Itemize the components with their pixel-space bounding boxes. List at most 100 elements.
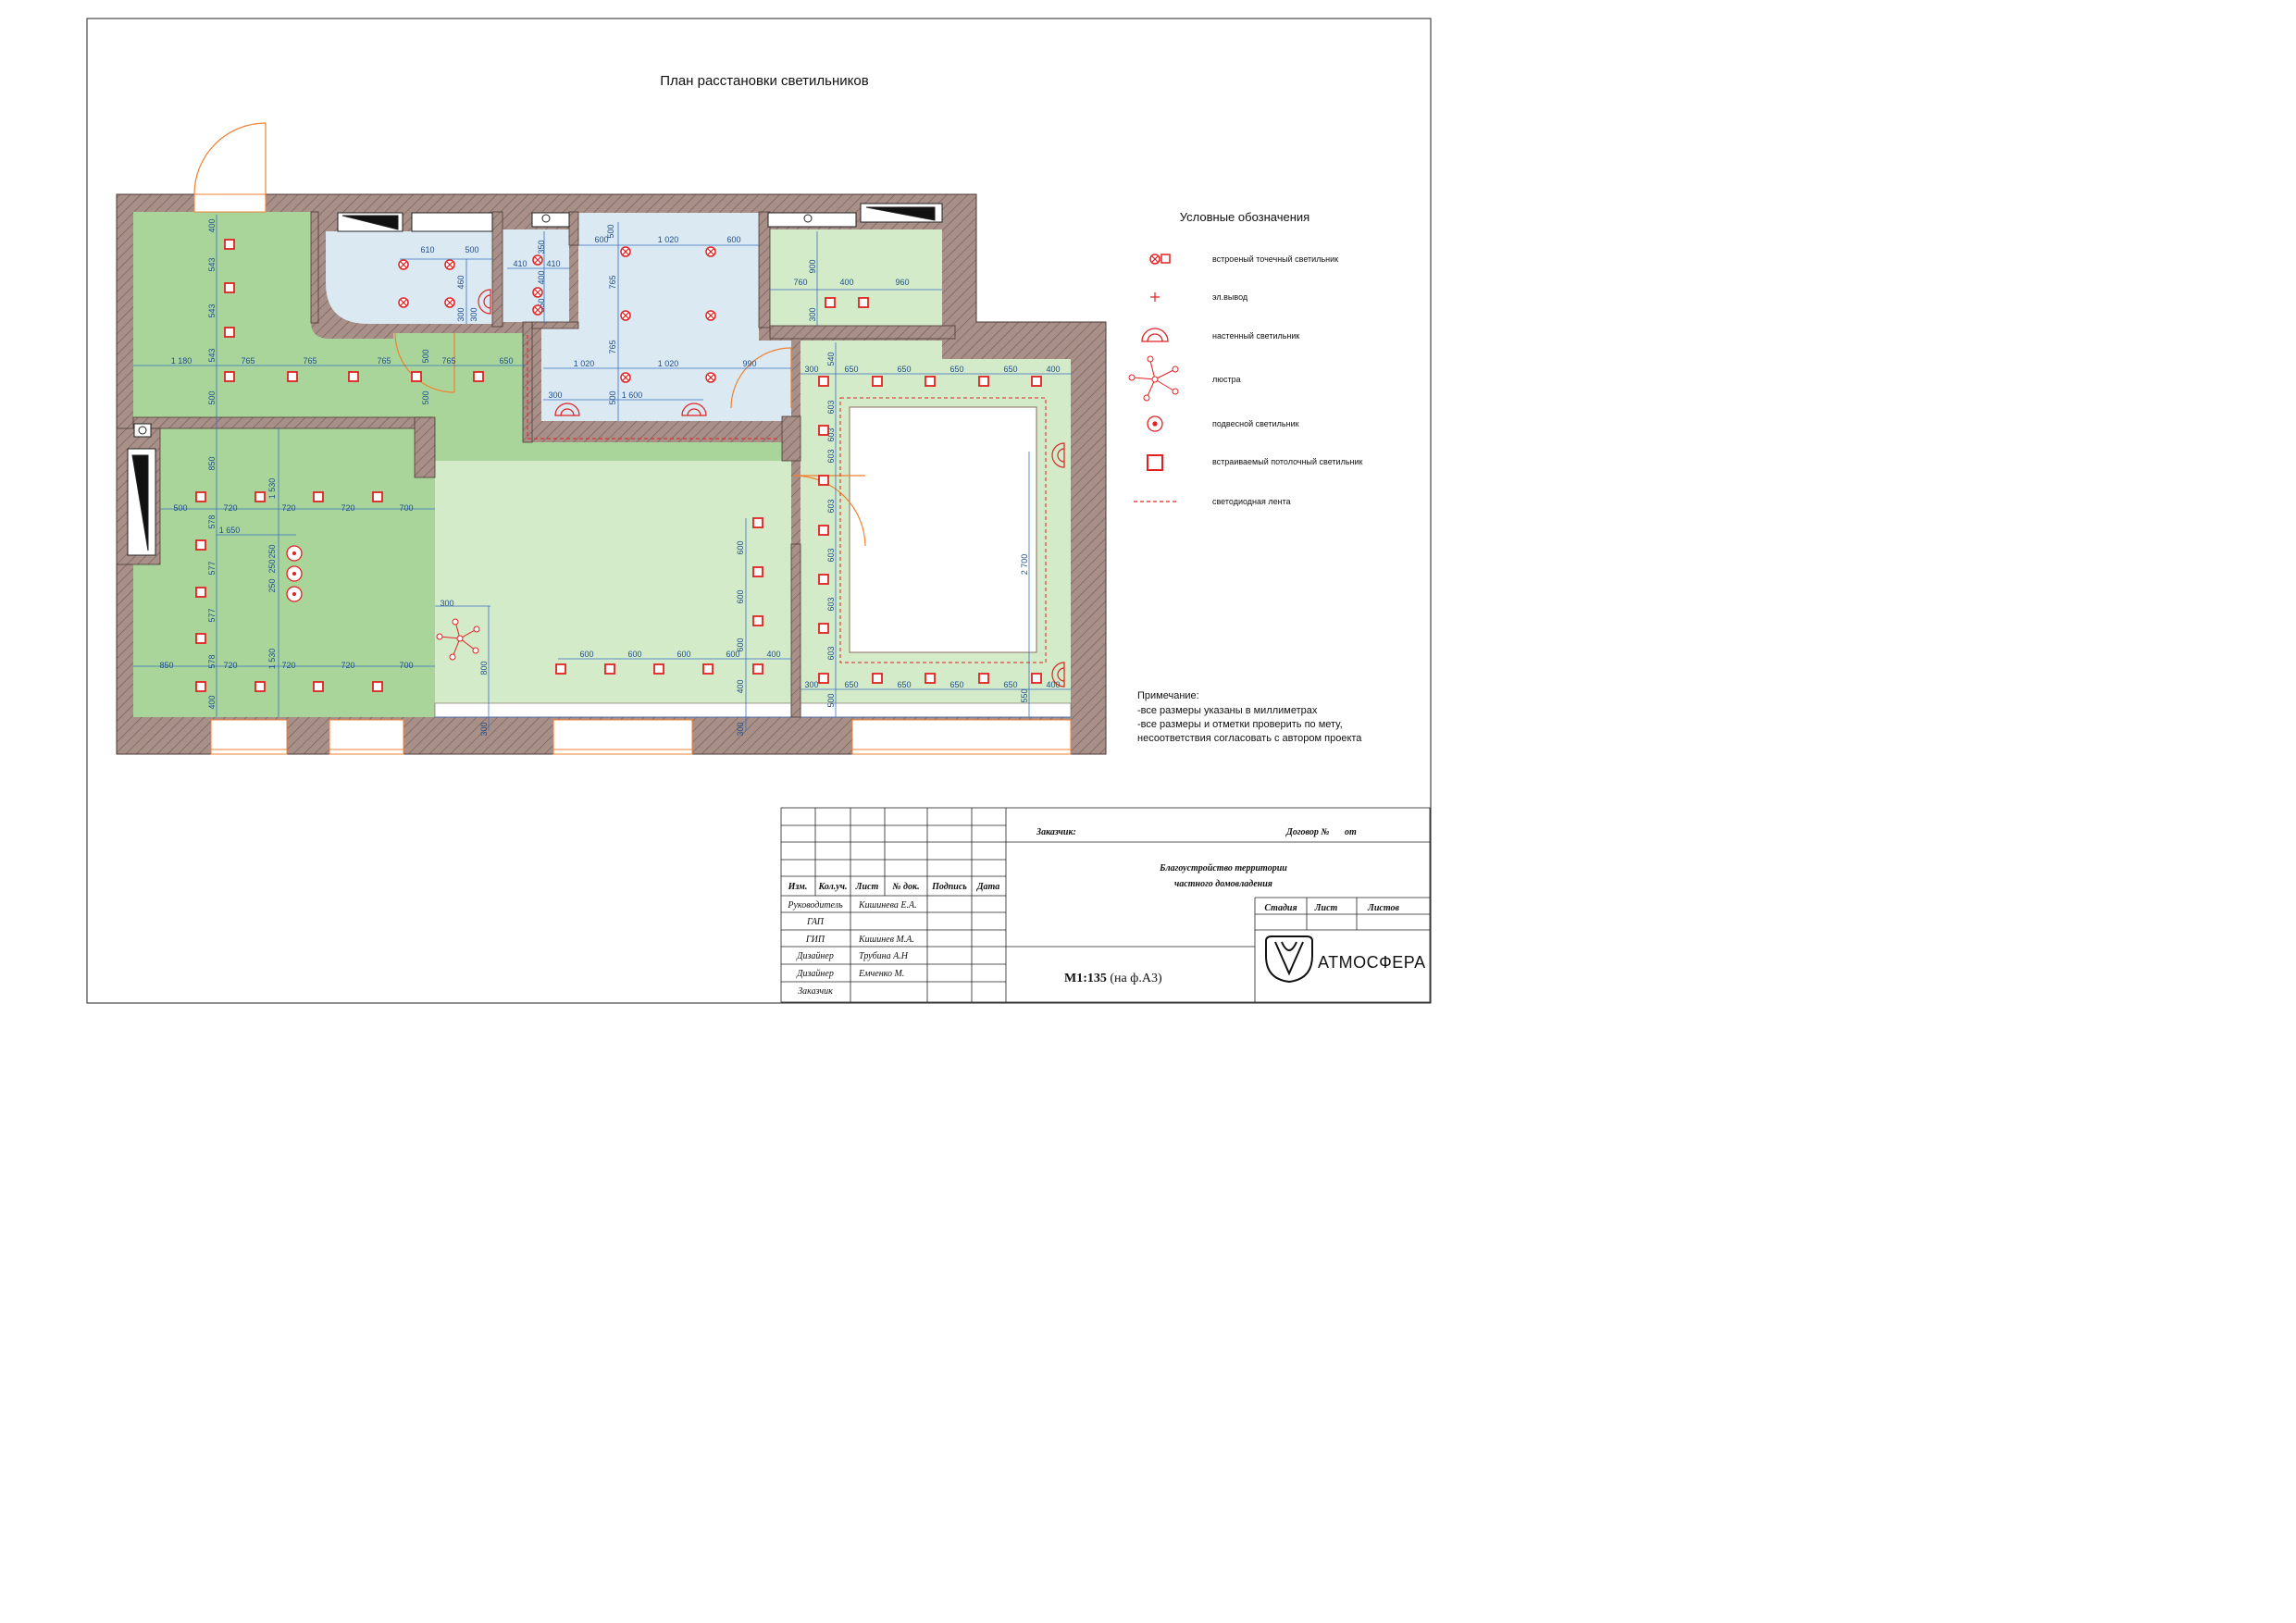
title-block-text: Изм. Кол.уч. Лист № док. Подпись Дата Ру…	[787, 827, 1425, 997]
dimension-label: 765	[241, 356, 254, 365]
legend-label: настенный светильник	[1212, 331, 1299, 341]
ceiling-lamp	[195, 681, 206, 692]
dimension-label: 410	[513, 259, 527, 268]
tb-role: Дизайнер	[796, 969, 834, 979]
ceiling-lamp	[818, 475, 829, 486]
dimension-label: 300	[440, 599, 453, 608]
dimension-label: 543	[207, 257, 217, 271]
project-title-line2: частного домовладения	[1174, 879, 1272, 889]
wall-lamp	[1051, 662, 1065, 688]
recessed-spot	[620, 310, 631, 321]
stage-label: Стадия	[1264, 903, 1297, 913]
sheets-label: Листов	[1367, 903, 1400, 913]
dimension-label: 720	[281, 661, 295, 670]
dimension-label: 350	[537, 240, 546, 254]
scale-note: (на ф.А3)	[1110, 972, 1162, 985]
ceiling-lamp	[752, 663, 763, 675]
room-bedroom-ext	[133, 564, 160, 717]
dimension-label: 765	[608, 340, 617, 353]
ceiling-lamp	[872, 376, 883, 387]
ceiling-lamp	[818, 574, 829, 585]
pendant-lamp	[286, 586, 303, 602]
dimension-label: 765	[608, 275, 617, 289]
dimension-label: 500	[421, 390, 430, 404]
tb-person: Кишинева Е.А.	[858, 900, 917, 911]
ceiling-lamp	[925, 673, 936, 684]
ceiling-lamp	[752, 566, 763, 577]
dimension-label: 960	[895, 278, 909, 287]
tb-header: Дата	[976, 882, 1000, 892]
dimension-label: 400	[1046, 365, 1060, 374]
recessed-spot	[444, 259, 455, 270]
title-block	[780, 807, 1431, 1003]
ceiling-lamp	[825, 297, 836, 308]
ceiling-lamp	[818, 525, 829, 536]
ceiling-lamp	[411, 371, 422, 382]
dimension-label: 1 020	[574, 359, 595, 368]
dimension-label: 400	[207, 218, 217, 232]
legend-label: люстра	[1212, 375, 1241, 384]
dimension-label: 250	[267, 544, 277, 558]
recessed-spot	[705, 246, 716, 257]
dimension-label: 410	[546, 259, 560, 268]
dimension-label: 720	[223, 661, 237, 670]
ceiling-lamp	[313, 681, 324, 692]
sheet-label: Лист	[1314, 903, 1338, 913]
ceiling-lamp	[858, 297, 869, 308]
page-title: План расстановки светильников	[660, 73, 868, 89]
tb-role: Руководитель	[787, 900, 843, 911]
room-living-top-ext	[311, 212, 393, 417]
ceiling-lamp	[818, 673, 829, 684]
dimension-label: 600	[726, 235, 740, 244]
dimension-label: 603	[826, 400, 836, 414]
dimension-label: 650	[1003, 365, 1017, 374]
pendant-lamp-icon	[1147, 415, 1163, 432]
recessed-spot	[398, 297, 409, 308]
ceiling-lamp	[313, 491, 324, 502]
dimension-label: 578	[207, 654, 217, 668]
dimension-label: 600	[627, 650, 641, 659]
ceiling-lamp	[224, 371, 235, 382]
dimension-label: 400	[736, 679, 745, 693]
dimension-label: 500	[465, 245, 478, 254]
wall-lamp	[1051, 442, 1065, 468]
dimension-label: 650	[949, 680, 963, 689]
dimension-label: 600	[736, 540, 745, 554]
recessed-spot-icon	[1149, 254, 1171, 265]
ceiling-lamp	[372, 681, 383, 692]
dimension-label: 990	[742, 359, 756, 368]
dimension-label: 300	[808, 307, 817, 321]
legend-label: эл.вывод	[1212, 292, 1248, 302]
ceiling-lamp	[254, 491, 266, 502]
dimension-label: 720	[281, 503, 295, 513]
scale-value: М1:135	[1064, 972, 1107, 985]
dimension-label: 650	[844, 365, 858, 374]
tb-role: ГАП	[806, 917, 825, 927]
dimension-label: 578	[207, 514, 217, 528]
ceiling-lamp	[818, 376, 829, 387]
dimension-label: 400	[1046, 680, 1060, 689]
tb-role: ГИП	[805, 935, 825, 945]
ceiling-lamp	[473, 371, 484, 382]
note-heading: Примечание:	[1137, 690, 1199, 701]
tb-role: Заказчик	[798, 986, 833, 997]
dimension-label: 577	[207, 608, 217, 622]
scale-label: М1:135 (на ф.А3)	[1064, 972, 1162, 985]
tb-header: Подпись	[931, 882, 967, 892]
recessed-spot	[398, 259, 409, 270]
dimension-label: 765	[303, 356, 316, 365]
ceiling-lamp	[287, 371, 298, 382]
ceiling-lamp	[348, 371, 359, 382]
company-name: АТМОСФЕРА	[1318, 953, 1426, 972]
recessed-spot	[532, 287, 543, 298]
dimension-label: 300	[804, 680, 818, 689]
ceiling-lamp	[254, 681, 266, 692]
dimension-label: 850	[207, 456, 217, 470]
dimension-label: 765	[441, 356, 455, 365]
ceiling-lamp	[818, 425, 829, 436]
dimension-label: 603	[826, 499, 836, 513]
pendant-lamp	[286, 545, 303, 562]
project-title-line1: Благоустройство территории	[1159, 863, 1287, 873]
dimension-label: 900	[808, 259, 817, 273]
